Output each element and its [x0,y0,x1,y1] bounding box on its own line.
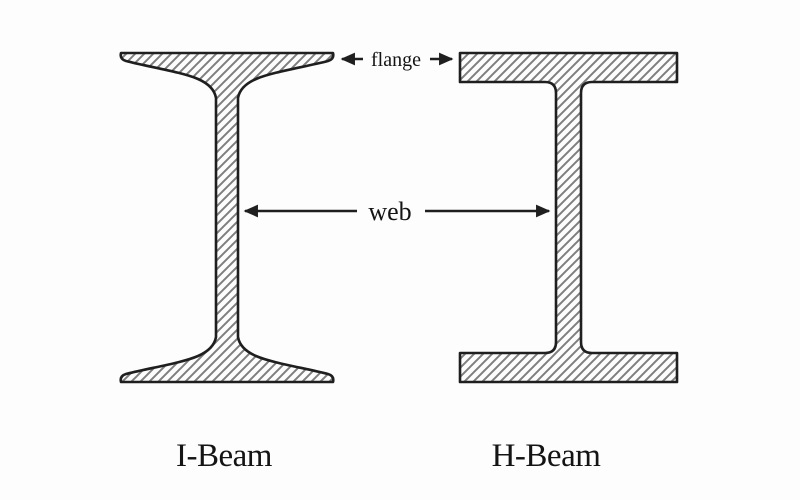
i-beam-shape [119,51,335,384]
flange-label: flange [371,49,421,71]
h-beam-shape [458,51,679,384]
i-beam-caption: I-Beam [176,438,273,474]
h-beam-caption: H-Beam [492,438,602,474]
web-label: web [368,197,411,226]
